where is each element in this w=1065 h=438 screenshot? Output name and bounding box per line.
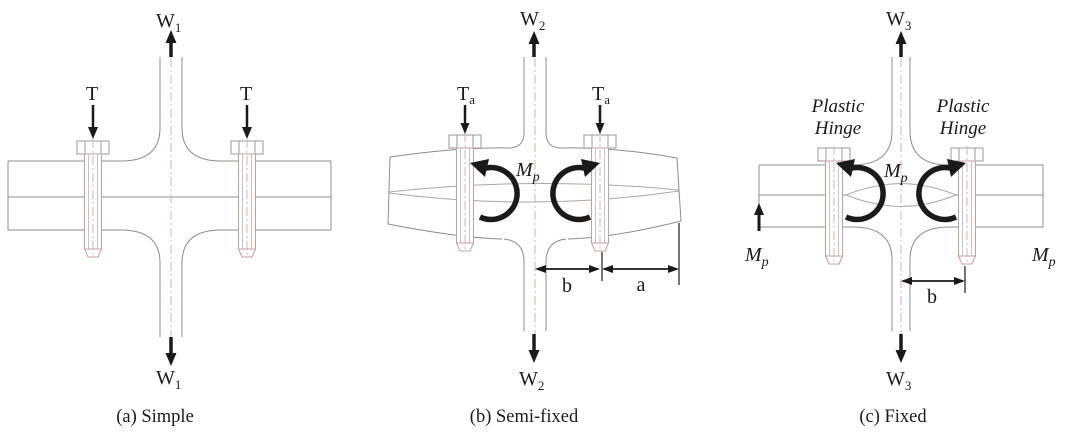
dim-label-b-c: b [927,286,937,308]
plastic-hinge-label-right-1: Plastic [936,96,990,117]
dim-arrowhead-icon [668,265,679,273]
load-arrowhead-up-icon [528,31,540,44]
load-label-bottom-c: W3 [886,368,911,393]
bolt-force-label-right-a: T [240,83,252,105]
moment-label-right-c: Mp [1031,244,1056,270]
load-label-top-a: W1 [156,10,181,35]
plastic-hinge-label-left-2: Hinge [814,118,861,139]
plastic-hinge-label-right-2: Hinge [939,118,986,139]
load-arrowhead-up-icon [895,31,907,44]
bolt-force-arrowhead-right-icon [595,123,605,134]
load-arrowhead-down-icon [895,350,907,363]
dim-label-b: b [562,275,572,297]
bolt-force-arrowhead-left-icon [460,123,470,134]
load-label-bottom-a: W1 [156,367,181,392]
bolt-force-arrowhead-right-icon [242,127,252,139]
panel-simple: W1 T T W1 (a) Simple [7,10,332,427]
load-label-top-c: W3 [886,8,911,33]
load-arrowhead-down-icon [165,353,177,366]
panel-fixed: W3 Plastic Hinge Plastic Hinge Mp Mp Mp … [744,8,1056,427]
load-arrowhead-down-icon [528,350,540,363]
dim-arrowhead-icon [901,277,912,285]
moment-arrow-ccw-icon [844,164,886,223]
moment-arrowhead-cw-icon [947,159,966,177]
hanger-rod-a [120,57,222,337]
bolt-left-b [448,132,482,253]
caption-b: (b) Semi-fixed [470,407,579,427]
bolt-right-b [583,132,617,253]
moment-arrowhead-cw-icon [581,159,600,177]
dim-arrowhead-icon [589,265,600,273]
plastic-hinge-label-left-1: Plastic [811,96,865,117]
moment-arrow-cw-icon [916,164,958,223]
load-arrowhead-up-icon [165,30,177,43]
bolt-force-label-left-a: T [86,83,98,105]
bolt-right-a [230,138,264,259]
moment-label-center-b: Mp [515,159,540,185]
bolt-left-a [76,138,110,259]
hanger-rod-b [503,57,567,331]
load-label-top-b: W2 [520,8,545,33]
annotations-c: W3 Plastic Hinge Plastic Hinge Mp Mp Mp … [744,8,1056,427]
moment-arrowhead-ccw-icon [836,159,855,177]
hanger-rod-c [852,57,950,331]
bolt-force-label-left-b: Ta [457,83,475,107]
moment-label-left-c: Mp [744,244,769,270]
annotations-b: W2 Ta Ta Mp b a [457,8,680,427]
caption-a: (a) Simple [116,407,194,427]
bolt-force-arrowhead-left-icon [88,127,98,139]
moment-reaction-arrowhead-left-icon [754,203,764,215]
dim-arrowhead-icon [602,265,613,273]
moment-arrowhead-ccw-icon [470,159,489,177]
load-label-bottom-b: W2 [519,368,544,393]
plate-separation-lens [844,182,958,208]
dim-arrowhead-icon [954,277,965,285]
dim-arrowhead-icon [535,265,546,273]
panel-semi-fixed: W2 Ta Ta Mp b a [387,8,682,427]
dim-label-a: a [637,274,646,296]
moment-arrow-cw-icon [550,164,592,223]
beam-a [7,160,332,231]
bolt-force-label-right-b: Ta [592,83,610,107]
moment-arrow-ccw-icon [478,164,520,223]
annotations-a: W1 T T W1 (a) Simple [86,10,252,427]
moment-label-center-c: Mp [883,160,908,186]
caption-c: (c) Fixed [859,407,927,427]
